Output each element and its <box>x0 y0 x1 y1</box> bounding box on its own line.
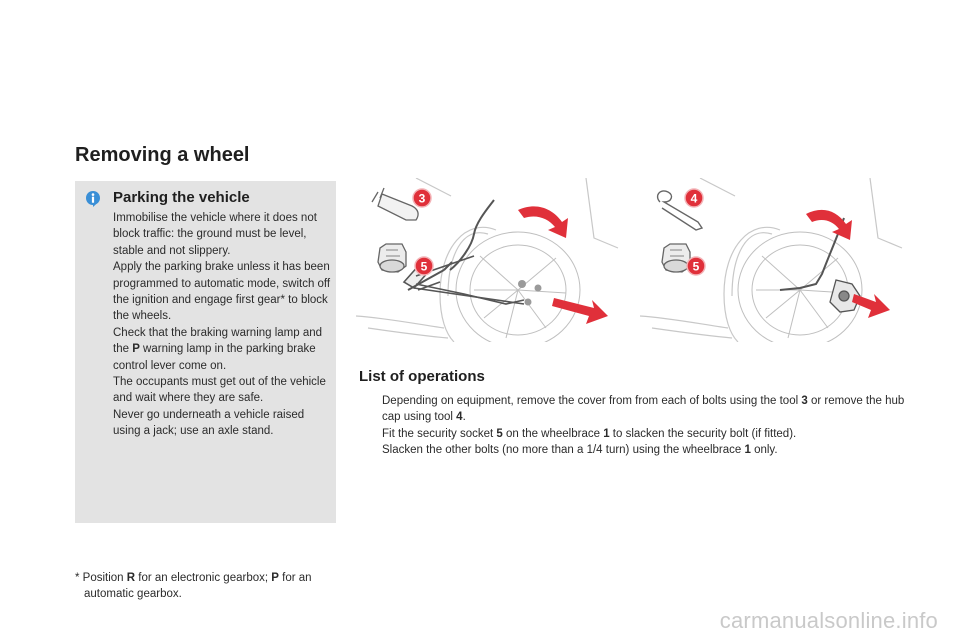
svg-text:5: 5 <box>421 260 428 274</box>
operations-list: Depending on equipment, remove the cover… <box>363 393 913 459</box>
svg-text:3: 3 <box>419 192 426 206</box>
parking-paragraph: Apply the parking brake unless it has be… <box>113 261 331 323</box>
list-item: Slacken the other bolts (no more than a … <box>382 444 778 457</box>
parking-paragraph: Check that the braking warning lamp and … <box>113 326 323 372</box>
parking-text: Immobilise the vehicle where it does not… <box>113 210 333 440</box>
parking-paragraph: Never go underneath a vehicle raised usi… <box>113 408 305 438</box>
info-icon <box>86 191 100 207</box>
list-item: Depending on equipment, remove the cover… <box>382 395 905 424</box>
part-badge: 5 <box>414 256 434 276</box>
operations-heading: List of operations <box>359 368 485 385</box>
watermark: carmanualsonline.info <box>719 608 938 633</box>
hubcap-tool-illustration: 4 5 <box>640 178 903 342</box>
part-badge: 3 <box>412 188 432 208</box>
svg-text:5: 5 <box>693 260 700 274</box>
parking-heading: Parking the vehicle <box>113 189 250 206</box>
rotation-arrow <box>518 206 568 238</box>
part-badge: 4 <box>684 188 704 208</box>
wheelbrace-socket-illustration: 3 5 <box>356 178 619 342</box>
parking-paragraph: Immobilise the vehicle where it does not… <box>113 212 317 257</box>
parking-paragraph: The occupants must get out of the vehicl… <box>113 376 326 405</box>
part-badge: 5 <box>686 256 706 276</box>
footnote: * Position R for an electronic gearbox; … <box>75 572 312 601</box>
rotation-arrow <box>806 209 852 240</box>
svg-text:4: 4 <box>691 192 698 206</box>
pull-arrow <box>552 298 608 324</box>
list-item: Fit the security socket 5 on the wheelbr… <box>382 427 797 440</box>
page-title: Removing a wheel <box>75 144 250 166</box>
parking-info-box: Parking the vehicle Immobilise the vehic… <box>75 181 336 523</box>
pull-arrow <box>852 294 890 318</box>
